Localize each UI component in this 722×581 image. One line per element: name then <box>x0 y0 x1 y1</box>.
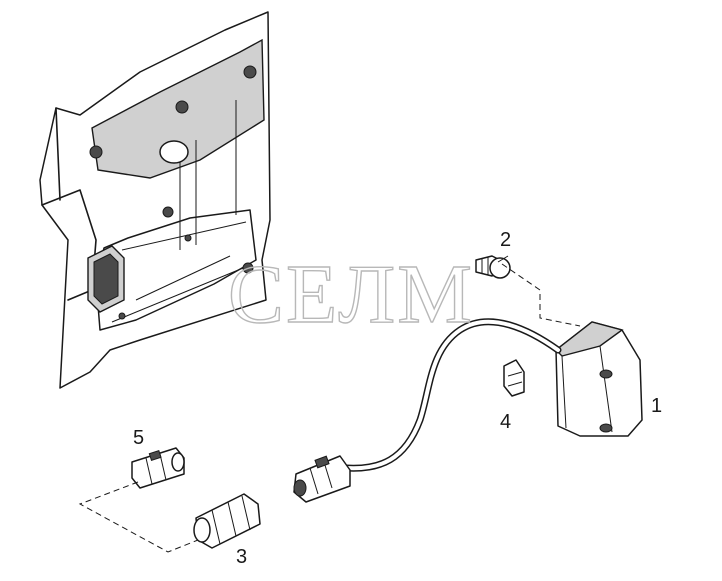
callout-1: 1 <box>651 395 662 417</box>
part-1-lamp <box>554 321 643 437</box>
callout-4: 4 <box>500 411 511 433</box>
leader-lines <box>78 255 581 553</box>
callout-2: 2 <box>500 229 511 251</box>
harness-connector <box>293 455 351 503</box>
watermark-text: СЕЛМ <box>228 248 474 341</box>
mounting-panel <box>39 11 271 389</box>
part-3-plug <box>193 493 261 549</box>
harness-cable <box>342 318 562 472</box>
part-5-connector <box>131 447 185 489</box>
part-2-bulb <box>475 255 511 279</box>
callouts: 1 2 3 4 5 <box>133 229 662 568</box>
callout-3: 3 <box>236 546 247 568</box>
part-4-clip <box>503 359 525 397</box>
callout-5: 5 <box>133 427 144 449</box>
